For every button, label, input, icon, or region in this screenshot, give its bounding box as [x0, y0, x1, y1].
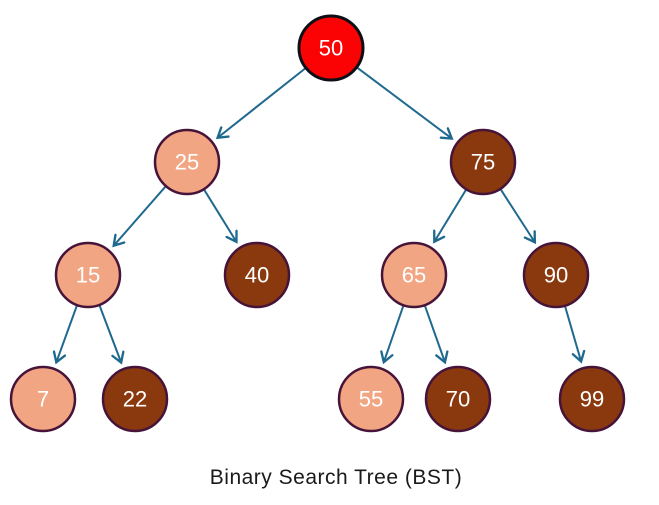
node-circle-22 — [101, 365, 169, 433]
node-value-75: 75 — [471, 150, 495, 175]
tree-node-22: 22 — [101, 365, 169, 433]
tree-node-99: 99 — [558, 365, 626, 433]
node-value-40: 40 — [245, 263, 269, 288]
tree-edge-25-40 — [203, 189, 238, 244]
tree-node-70: 70 — [424, 365, 492, 433]
tree-node-55: 55 — [337, 365, 405, 433]
tree-edge-75-65 — [433, 189, 467, 244]
node-value-55: 55 — [359, 387, 383, 412]
tree-edge-65-70 — [424, 305, 449, 365]
tree-node-75: 75 — [449, 128, 517, 196]
node-value-90: 90 — [544, 263, 568, 288]
node-value-99: 99 — [580, 387, 604, 412]
tree-node-40: 40 — [223, 241, 291, 309]
tree-edge-75-90 — [500, 189, 537, 245]
node-circle-55 — [337, 365, 405, 433]
tree-edge-50-25 — [215, 67, 306, 140]
node-circle-7 — [9, 365, 77, 433]
node-value-7: 7 — [37, 387, 49, 412]
tree-node-7: 7 — [9, 365, 77, 433]
node-circle-75 — [449, 128, 517, 196]
tree-edge-25-15 — [112, 186, 167, 248]
tree-node-50: 50 — [297, 14, 365, 82]
tree-edge-15-7 — [52, 305, 78, 365]
tree-edge-65-55 — [380, 305, 405, 365]
node-circle-90 — [522, 241, 590, 309]
node-value-15: 15 — [76, 263, 100, 288]
node-circle-40 — [223, 241, 291, 309]
node-circle-50 — [297, 14, 365, 82]
tree-node-90: 90 — [522, 241, 590, 309]
bst-tree-svg: 50 25 75 15 40 65 90 7 22 55 70 99 — [9, 14, 626, 433]
node-value-70: 70 — [446, 387, 470, 412]
node-circle-70 — [424, 365, 492, 433]
node-value-25: 25 — [175, 150, 199, 175]
tree-edge-90-99 — [564, 306, 586, 364]
tree-node-65: 65 — [380, 241, 448, 309]
tree-node-15: 15 — [54, 241, 122, 309]
node-value-50: 50 — [319, 36, 343, 61]
node-value-65: 65 — [402, 263, 426, 288]
diagram-caption: Binary Search Tree (BST) — [209, 466, 463, 489]
node-value-22: 22 — [123, 387, 147, 412]
tree-edge-15-22 — [98, 305, 125, 365]
node-circle-65 — [380, 241, 448, 309]
tree-node-25: 25 — [153, 128, 221, 196]
node-circle-99 — [558, 365, 626, 433]
tree-edge-50-75 — [356, 67, 454, 140]
node-circle-15 — [54, 241, 122, 309]
node-circle-25 — [153, 128, 221, 196]
